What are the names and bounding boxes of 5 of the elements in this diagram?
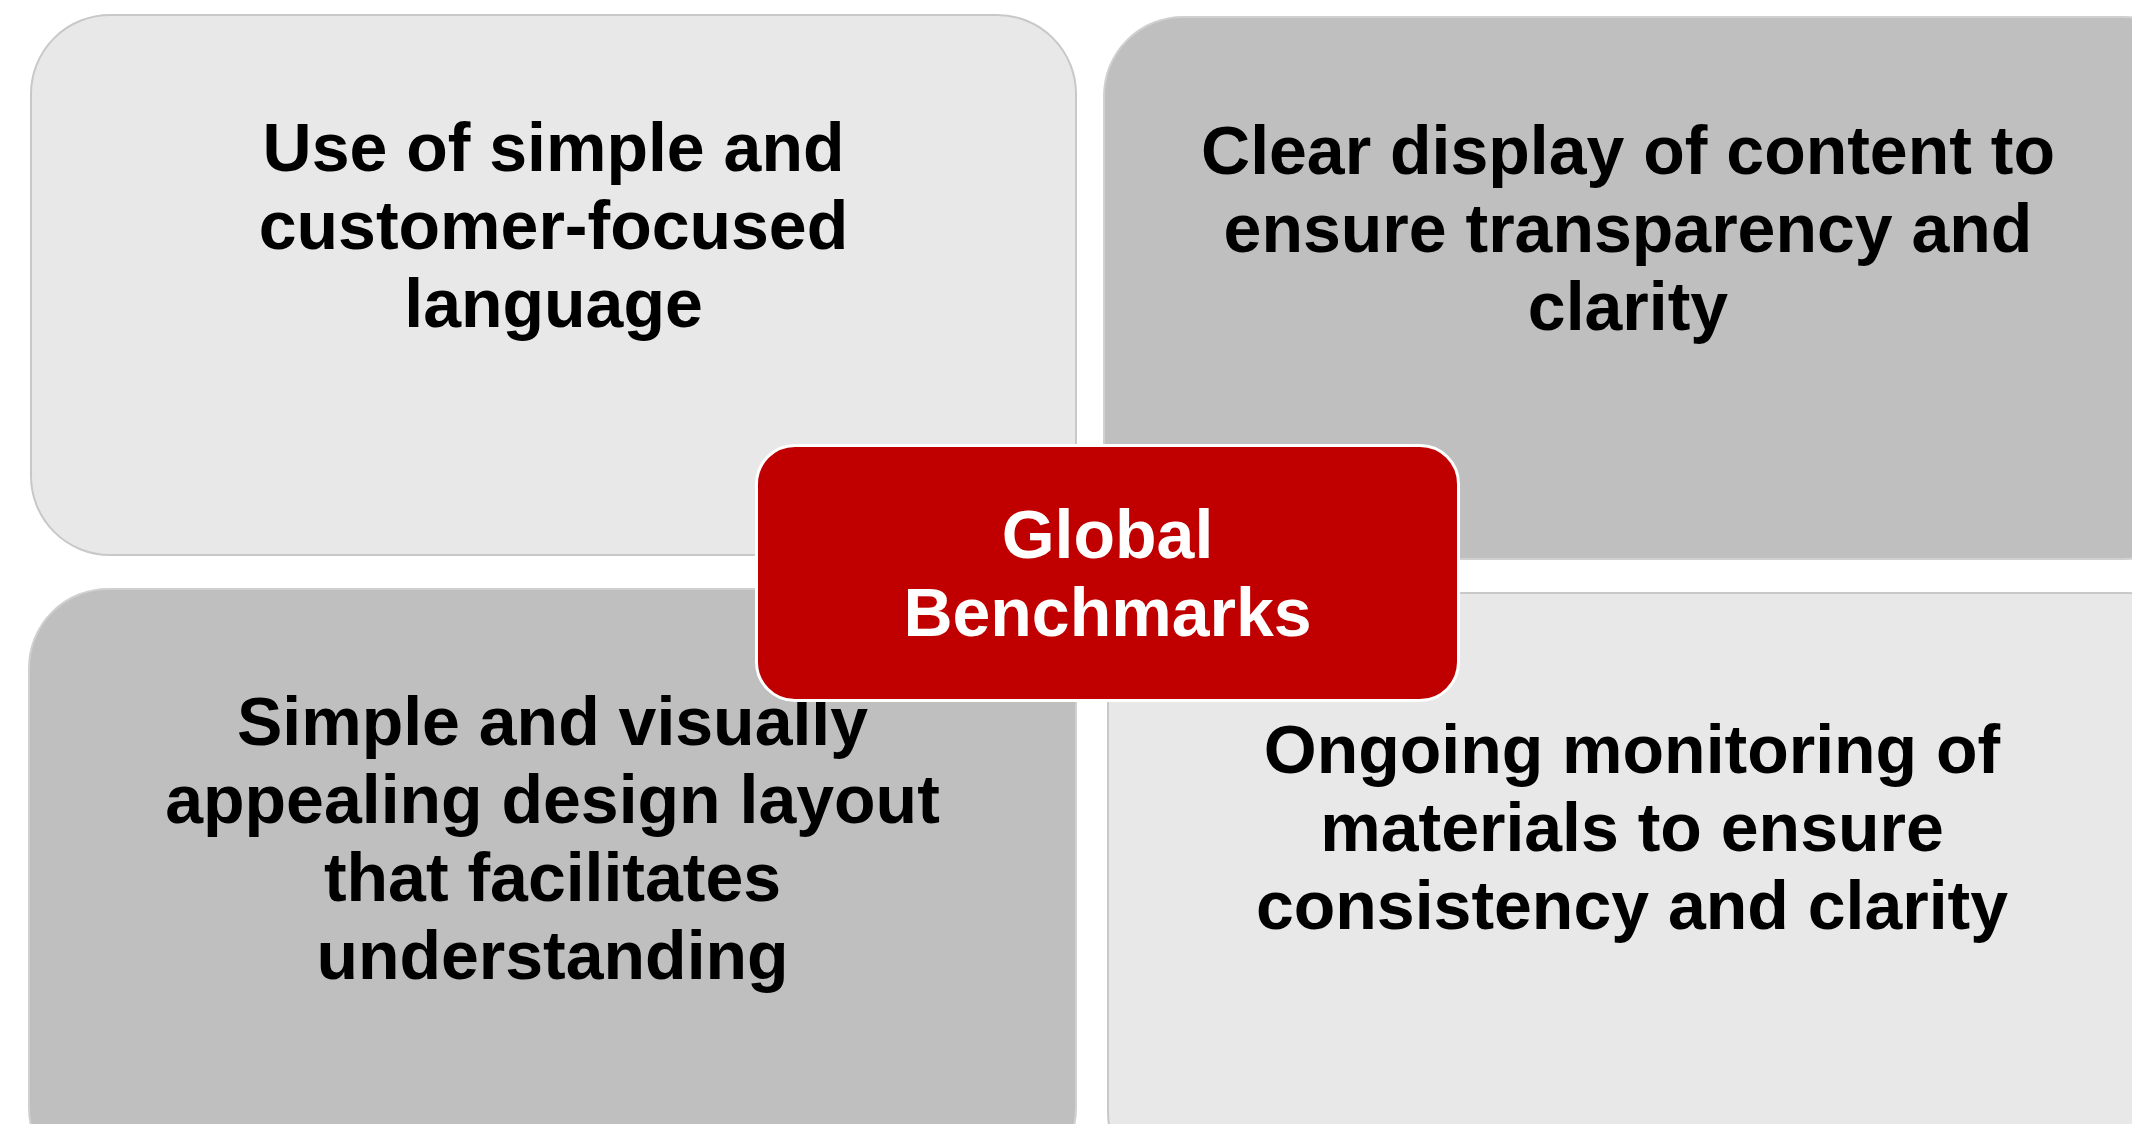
box-text: Clear display of content to ensure transparency and clarity [1200, 111, 2056, 345]
center-title: Global Benchmarks [902, 495, 1313, 651]
box-text: Simple and visually appealing design layout that facilitates understanding [164, 682, 941, 994]
box-text: Ongoing monitoring of materials to ensure consistency and clarity [1254, 710, 2010, 944]
box-text: Use of simple and customer-focused language [257, 108, 850, 342]
